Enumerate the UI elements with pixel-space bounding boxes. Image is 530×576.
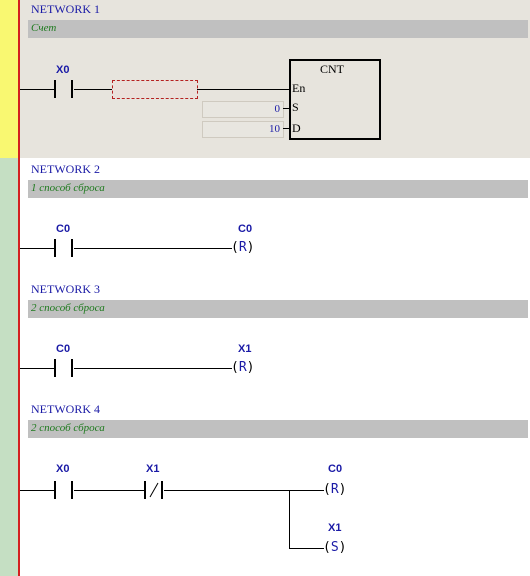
contact-x0-label: X0 xyxy=(56,463,70,475)
set-coil-x1[interactable]: (S) xyxy=(323,540,347,555)
contact-left-bar xyxy=(54,359,56,377)
contact-left-bar xyxy=(54,80,56,98)
branch-wire xyxy=(289,548,324,549)
cnt-d-value: 10 xyxy=(269,123,280,135)
cnt-pin-en: En xyxy=(292,81,306,95)
rung-wire xyxy=(164,490,324,491)
pin-s-wire xyxy=(283,108,289,109)
cnt-s-value-field[interactable]: 0 xyxy=(202,101,284,118)
contact-x0-no[interactable] xyxy=(54,80,74,98)
rung-wire xyxy=(74,89,112,90)
reset-coil-x1[interactable]: (R) xyxy=(231,360,255,375)
nc-slash-icon xyxy=(149,482,159,498)
coil-c0-label: C0 xyxy=(238,223,253,235)
contact-x1-label: X1 xyxy=(146,463,160,475)
cnt-pin-s: S xyxy=(292,100,299,114)
contact-x0-label: X0 xyxy=(56,64,70,76)
cnt-pin-d: D xyxy=(292,121,301,135)
contact-c0-label: C0 xyxy=(56,223,71,235)
reset-coil-c0[interactable]: (R) xyxy=(231,240,255,255)
rung-wire xyxy=(20,490,54,491)
coil-x1-label: X1 xyxy=(328,522,342,534)
network-4-title: NETWORK 4 xyxy=(31,402,100,416)
gutter-network-1-selected xyxy=(0,0,18,158)
rung-wire xyxy=(20,89,54,90)
network-1-comment-text: Счет xyxy=(31,22,57,34)
coil-x1-label: X1 xyxy=(238,343,252,355)
coil-type-r: R xyxy=(238,360,247,375)
network-2-comment[interactable]: 1 способ сброса xyxy=(28,180,528,198)
cnt-d-value-field[interactable]: 10 xyxy=(202,121,284,138)
rung-wire xyxy=(74,248,232,249)
network-4-comment-text: 2 способ сброса xyxy=(31,422,105,434)
cnt-block-name: CNT xyxy=(320,62,344,76)
coil-c0-label: C0 xyxy=(328,463,343,475)
network-1-comment[interactable]: Счет xyxy=(28,20,528,38)
contact-c0-label: C0 xyxy=(56,343,71,355)
contact-x0-no[interactable] xyxy=(54,481,74,499)
rung-wire xyxy=(197,89,289,90)
contact-right-bar xyxy=(71,80,73,98)
contact-right-bar xyxy=(71,481,73,499)
network-3-title: NETWORK 3 xyxy=(31,282,100,296)
reset-coil-c0[interactable]: (R) xyxy=(323,482,347,497)
contact-right-bar xyxy=(71,359,73,377)
network-2-comment-text: 1 способ сброса xyxy=(31,182,105,194)
rung-wire xyxy=(74,490,144,491)
cnt-s-value: 0 xyxy=(274,103,281,115)
contact-left-bar xyxy=(54,239,56,257)
network-1-title: NETWORK 1 xyxy=(31,2,100,16)
contact-x1-nc[interactable] xyxy=(144,481,164,499)
contact-left-bar xyxy=(54,481,56,499)
cnt-function-block[interactable] xyxy=(289,59,381,140)
coil-type-r: R xyxy=(330,482,339,497)
branch-wire xyxy=(289,490,290,549)
contact-right-bar xyxy=(71,239,73,257)
rung-wire xyxy=(20,248,54,249)
contact-c0-no[interactable] xyxy=(54,239,74,257)
contact-c0-no[interactable] xyxy=(54,359,74,377)
pin-d-wire xyxy=(283,128,289,129)
gutter xyxy=(0,158,18,576)
empty-element-placeholder[interactable] xyxy=(112,80,198,99)
contact-right-bar xyxy=(161,481,163,499)
contact-left-bar xyxy=(144,481,146,499)
network-3-comment[interactable]: 2 способ сброса xyxy=(28,300,528,318)
rung-wire xyxy=(20,368,54,369)
network-4-comment[interactable]: 2 способ сброса xyxy=(28,420,528,438)
coil-type-r: R xyxy=(238,240,247,255)
network-2-title: NETWORK 2 xyxy=(31,162,100,176)
network-3-comment-text: 2 способ сброса xyxy=(31,302,105,314)
left-power-rail xyxy=(18,0,20,576)
rung-wire xyxy=(74,368,232,369)
coil-type-s: S xyxy=(330,540,339,555)
